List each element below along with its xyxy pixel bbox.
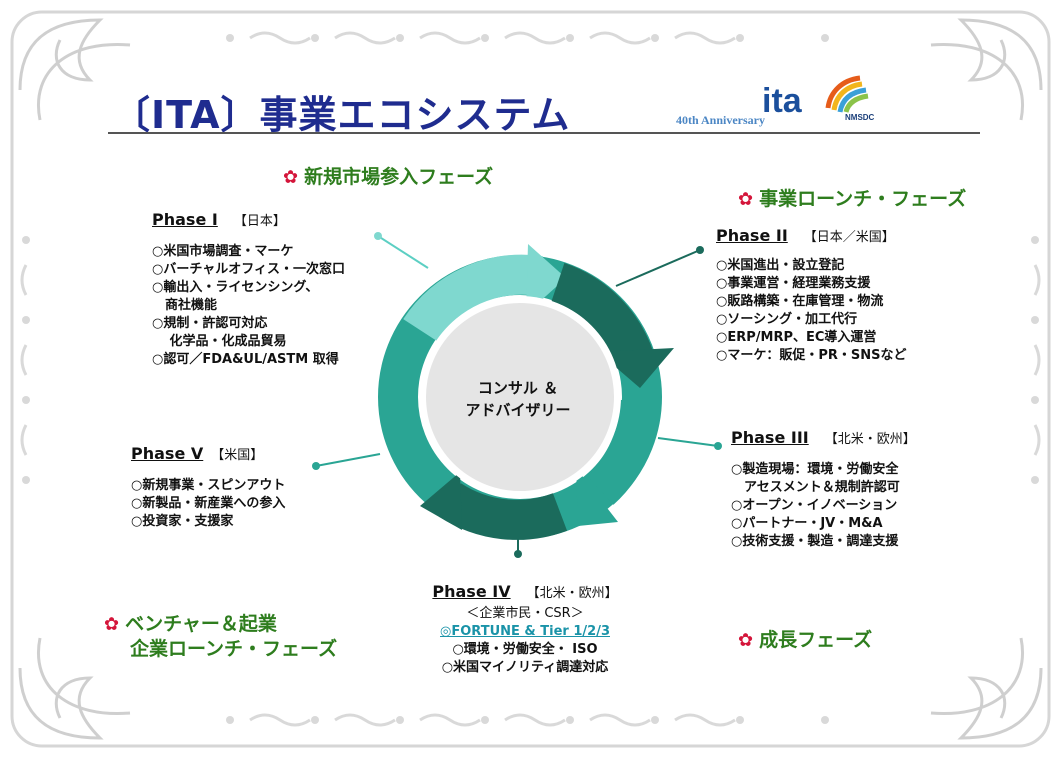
connector-phase-5 xyxy=(315,453,381,467)
ring-arrow-dark-bottom xyxy=(420,472,462,530)
flower-icon: ✿ xyxy=(283,167,299,188)
flower-icon: ✿ xyxy=(738,630,754,651)
phase-3-block: Phase III【北米・欧州】 ○製造現場：環境・労働安全 アセスメント＆規制… xyxy=(731,428,916,551)
phase-3-item: ○製造現場：環境・労働安全 xyxy=(731,462,899,477)
phase-2-item: ○ERP/MRP、EC導入運営 xyxy=(716,330,877,345)
connector-dot-phase-2 xyxy=(696,246,704,254)
connector-dot-phase-5 xyxy=(312,462,320,470)
ita-logo: ita xyxy=(762,82,802,120)
ring-segment-mid xyxy=(586,399,660,505)
nmsdc-logo-icon xyxy=(825,75,869,113)
cycle-ring xyxy=(312,232,722,558)
phase-1-item: ○米国市場調査・マーケ xyxy=(152,244,294,259)
phase-3-title: Phase III【北米・欧州】 xyxy=(731,428,916,447)
phase-1-item: ○輸出入・ライセンシング、 xyxy=(152,280,319,295)
phase-2-item: ○販路構築・在庫管理・物流 xyxy=(716,294,884,309)
connector-dot-phase-4 xyxy=(514,550,522,558)
phase-1-item: ○バーチャルオフィス・一次窓口 xyxy=(152,262,345,277)
phase-4-item: ○米国マイノリティ調達対応 xyxy=(441,660,609,675)
stage-label-venture: ✿ベンチャー＆起業 企業ローンチ・フェーズ xyxy=(104,613,338,660)
phase-5-item: ○新規事業・スピンアウト xyxy=(131,478,286,493)
flower-icon: ✿ xyxy=(738,189,754,210)
phase-2-item: ○マーケ：販促・PR・SNSなど xyxy=(716,348,907,363)
phase-5-item: ○投資家・支援家 xyxy=(131,514,234,529)
phase-4-block: Phase IV【北米・欧州】 ＜企業市民・CSR＞ ◎FORTUNE & Ti… xyxy=(410,582,640,677)
phase-4-title: Phase IV【北米・欧州】 xyxy=(432,582,618,601)
phase-3-item: ○パートナー・JV・M&A xyxy=(731,516,883,531)
page-title: 〔ITA〕事業エコシステム xyxy=(112,93,571,137)
ring-inner-disc xyxy=(426,303,614,491)
phase-1-item: 商社機能 xyxy=(152,298,218,313)
phase-1-item: 化学品・化成品貿易 xyxy=(152,334,287,349)
ring-segment-dark xyxy=(551,263,655,367)
stage-label-market-entry: ✿新規市場参入フェーズ xyxy=(283,166,494,188)
phase-4-item: ○環境・労働安全・ ISO xyxy=(452,642,598,657)
flower-icon: ✿ xyxy=(104,614,120,635)
connector-dot-phase-3 xyxy=(714,442,722,450)
nmsdc-label: NMSDC xyxy=(845,113,875,122)
ring-segment-dark-bottom xyxy=(439,482,568,540)
phase-3-item: ○オープン・イノベーション xyxy=(731,498,898,513)
phase-1-item: ○規制・許認可対応 xyxy=(152,316,268,331)
ring-arrow-light xyxy=(526,244,566,314)
phase-2-item: ○事業運営・経理業務支援 xyxy=(716,276,871,291)
ring-arrow-mid xyxy=(576,468,618,526)
stage-label-growth: ✿成長フェーズ xyxy=(738,629,873,651)
phase-2-item: ○ソーシング・加工代行 xyxy=(716,312,858,327)
phase-2-title: Phase II【日本／米国】 xyxy=(716,226,895,245)
phase-1-title: Phase I【日本】 xyxy=(152,210,286,229)
stage-label-business-launch: ✿事業ローンチ・フェーズ xyxy=(738,188,967,210)
anniversary-label: 40th Anniversary xyxy=(676,113,766,127)
phase-5-item: ○新製品・新産業への参入 xyxy=(131,496,286,511)
phase-2-block: Phase II【日本／米国】 ○米国進出・設立登記 ○事業運営・経理業務支援 … xyxy=(716,226,907,365)
phase-2-item: ○米国進出・設立登記 xyxy=(716,258,845,273)
center-label: コンサル ＆ アドバイザリー xyxy=(465,379,571,419)
connector-dot-phase-1 xyxy=(374,232,382,240)
phase-1-item: ○認可／FDA&UL/ASTM 取得 xyxy=(152,352,339,367)
connector-phase-2 xyxy=(615,249,701,287)
phase-5-block: Phase V【米国】 ○新規事業・スピンアウト ○新製品・新産業への参入 ○投… xyxy=(131,444,285,531)
title-divider xyxy=(108,132,980,134)
ring-segment-light xyxy=(403,254,543,342)
connector-phase-3 xyxy=(657,437,719,447)
phase-4-fortune-link[interactable]: ◎FORTUNE & Tier 1/2/3 xyxy=(440,624,610,639)
connector-phase-1 xyxy=(377,235,429,269)
phase-3-item: ○技術支援・製造・調達支援 xyxy=(731,534,899,549)
ring-arrow-dark xyxy=(598,348,674,388)
phase-5-title: Phase V【米国】 xyxy=(131,444,264,463)
phase-1-block: Phase I【日本】 ○米国市場調査・マーケ ○バーチャルオフィス・一次窓口 … xyxy=(152,210,345,369)
phase-3-item: アセスメント＆規制許認可 xyxy=(731,480,900,495)
phase-4-subtitle: ＜企業市民・CSR＞ xyxy=(466,606,584,621)
